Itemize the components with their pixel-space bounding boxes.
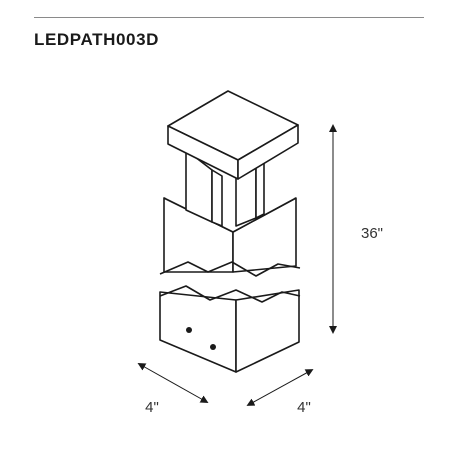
cap-leg-left-slot xyxy=(211,169,223,227)
product-model-title: LEDPATH003D xyxy=(34,30,159,49)
mounting-hole-right xyxy=(210,344,216,350)
width-right-dimension-line xyxy=(246,369,314,406)
width-left-dimension-label: 4" xyxy=(145,399,159,416)
cap-right-face xyxy=(237,124,299,180)
post-lower-right-face xyxy=(235,289,300,373)
cap-leg-right-slot xyxy=(255,161,265,219)
break-line-upper xyxy=(159,261,301,277)
header-divider xyxy=(34,17,424,18)
mounting-hole-left xyxy=(186,327,192,333)
width-right-dimension-label: 4" xyxy=(297,399,311,416)
post-lower-left-face xyxy=(159,291,237,373)
break-line-lower xyxy=(159,285,301,303)
dimension-lines xyxy=(137,124,337,406)
mounting-holes xyxy=(186,327,216,350)
height-dimension-label: 36" xyxy=(361,225,383,242)
width-left-dimension-line xyxy=(137,363,209,403)
bollard-light-fixture xyxy=(159,90,301,373)
